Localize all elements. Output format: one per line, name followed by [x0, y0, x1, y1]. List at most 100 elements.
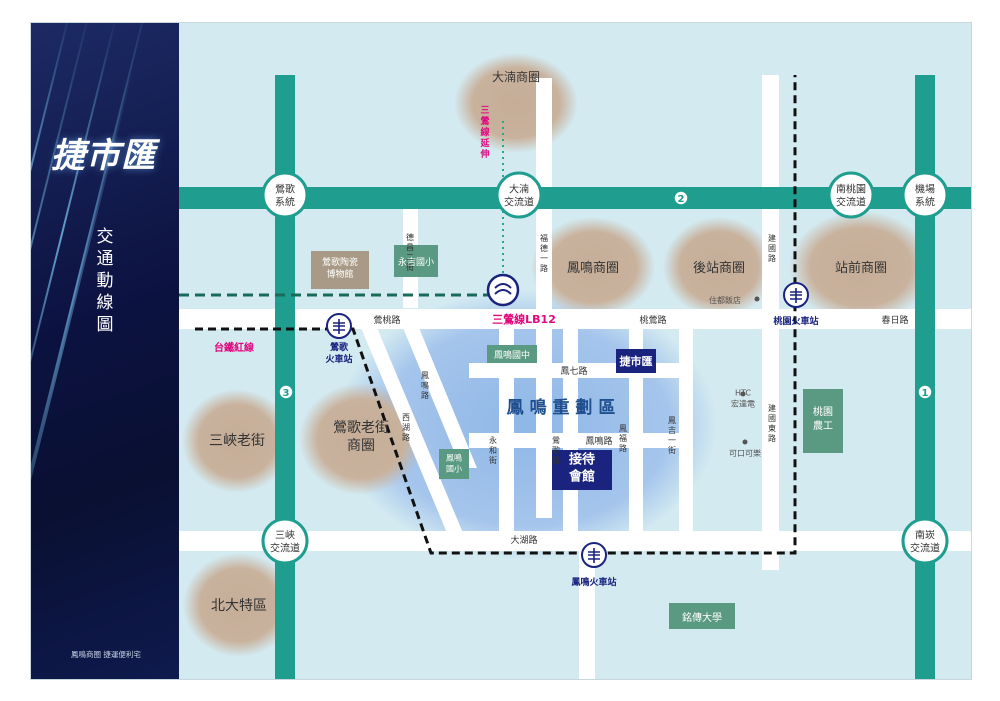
slogan: 鳳鳴商圈 捷運便利宅	[71, 650, 141, 659]
traffic-map: 2 3 1	[179, 53, 971, 679]
road-yingge-st	[563, 329, 578, 534]
road-label-yingtao: 鶯桃路	[373, 314, 400, 326]
box-mingchuan	[669, 603, 735, 629]
yingge-station-label: 鶯歌火車站	[325, 341, 352, 365]
road-label-fengqi: 鳳七路	[560, 365, 587, 377]
blob-danan	[454, 53, 578, 153]
road-label-dahu: 大湖路	[510, 534, 537, 546]
route-badge-1-label: 1	[922, 388, 929, 399]
poi-dot	[740, 391, 746, 397]
coke-label: 可口可樂	[729, 448, 761, 458]
route-badge-2-label: 2	[678, 194, 685, 205]
road-label-jianguo: 建國路	[768, 233, 776, 263]
local-roads	[179, 75, 971, 679]
mingchuan-label: 銘傳大學	[682, 611, 722, 624]
route-badge-3	[278, 384, 294, 400]
page-title: 交通動線圖	[96, 227, 114, 335]
road-fengji	[679, 329, 693, 534]
road-label-yingge-st: 鶯歌路	[552, 435, 560, 465]
road-fengfu	[629, 329, 643, 534]
area-houzhan: 後站商圈	[693, 261, 745, 276]
train-station-icon	[326, 313, 352, 339]
ic-sanxia	[261, 517, 309, 565]
road-yingtao	[179, 309, 971, 329]
area-sanxia-old: 三峽老街	[209, 433, 265, 449]
road-label-xihu: 西湖路	[402, 413, 410, 442]
road-label-fengfu: 鳳福路	[619, 424, 627, 453]
highway-3	[275, 75, 295, 679]
taoyuan-station-label: 桃園火車站	[773, 315, 818, 327]
area-danan: 大湳商圈	[492, 69, 540, 84]
area-yingge-old: 鶯歌老街商圈	[333, 420, 389, 454]
route-badge-3-label: 3	[283, 388, 290, 399]
box-reception	[552, 450, 612, 490]
area-beida: 北大特區	[211, 598, 267, 614]
metro-station-label: 三鶯線LB12	[492, 312, 556, 326]
ic-yingge-label: 鶯歌系統	[275, 183, 295, 209]
area-fengming: 鳳鳴商圈	[567, 261, 619, 276]
road-label-jianguo-e: 建國東路	[768, 403, 776, 443]
route-badge-1	[917, 384, 933, 400]
route-badge-2	[673, 190, 689, 206]
ic-nantaoyuan-label: 南桃園交流道	[836, 183, 866, 209]
metro-ext-label: 三鶯線延伸	[479, 105, 490, 160]
blob-zhanqian	[789, 211, 933, 323]
road-label-fengji: 鳳吉一街	[668, 416, 676, 455]
red-line-track	[195, 75, 797, 555]
ic-nantaoyuan	[827, 171, 875, 219]
district-label: 鳳 鳴 重 劃 區	[507, 397, 616, 418]
fengming-jh-label: 鳳鳴國中	[494, 349, 530, 361]
road-label-yonghe: 永和街	[489, 435, 497, 465]
brand-logo: 捷市匯	[51, 136, 156, 176]
fengming-station-label: 鳳鳴火車站	[571, 576, 616, 588]
rail-lines	[179, 75, 797, 555]
sidebar: 捷市匯 交通動線圖 鳳鳴商圈 捷運便利宅	[31, 23, 179, 679]
box-ceramics	[311, 251, 369, 289]
reception-label: 接待會館	[569, 452, 595, 485]
ic-yingge	[261, 171, 309, 219]
route-badges: 2 3 1	[278, 190, 933, 400]
site-label: 捷市匯	[620, 354, 653, 368]
ic-nankan	[901, 517, 949, 565]
highway-2	[179, 187, 971, 209]
blob-houzhan	[663, 217, 775, 317]
blob-fengming	[531, 217, 655, 317]
ic-danan-label: 大湳交流道	[504, 183, 534, 209]
blob-sanxia	[182, 389, 292, 493]
facility-boxes	[311, 245, 843, 629]
area-zhanqian: 站前商圈	[835, 260, 887, 276]
fengming-es-label: 鳳鳴國小	[446, 453, 462, 474]
train-station-icon	[581, 542, 607, 568]
train-station-icon	[783, 282, 809, 308]
diagonal-roads	[359, 323, 477, 533]
box-yongji	[394, 245, 438, 277]
ceramics-label: 鶯歌陶瓷博物館	[322, 256, 358, 280]
blob-beida	[183, 553, 295, 657]
interchange-circles	[261, 171, 949, 565]
metro-station-icon	[486, 273, 520, 307]
ic-nankan-label: 南崁交流道	[910, 529, 940, 555]
poi-dot	[754, 296, 760, 302]
road-label-chunri: 春日路	[881, 314, 908, 326]
road-label-fude: 福德一路	[540, 234, 548, 273]
road-label-fengming: 鳳鳴路	[585, 435, 612, 447]
taoyuan-agri-label: 桃園農工	[813, 405, 833, 432]
map-card: 捷市匯 交通動線圖 鳳鳴商圈 捷運便利宅	[30, 22, 972, 680]
road-fude	[536, 78, 552, 518]
box-fengming-es	[439, 449, 469, 479]
box-fengming-jh	[487, 345, 537, 363]
poi-dot	[742, 439, 748, 445]
ic-sanxia-label: 三峽交流道	[270, 529, 300, 555]
commercial-blobs	[182, 53, 933, 657]
box-taoyuan-agri	[803, 389, 843, 453]
road-label-fengming-v: 鳳鳴路	[421, 371, 429, 400]
road-xihu	[359, 323, 463, 533]
red-line-label: 台鐵紅線	[214, 341, 254, 354]
road-label-dechang: 德昌二街	[406, 232, 414, 272]
ic-jichang	[901, 171, 949, 219]
ic-jichang-label: 機場系統	[915, 183, 935, 209]
blob-yingge-old	[299, 383, 423, 495]
road-dahu	[179, 531, 971, 551]
